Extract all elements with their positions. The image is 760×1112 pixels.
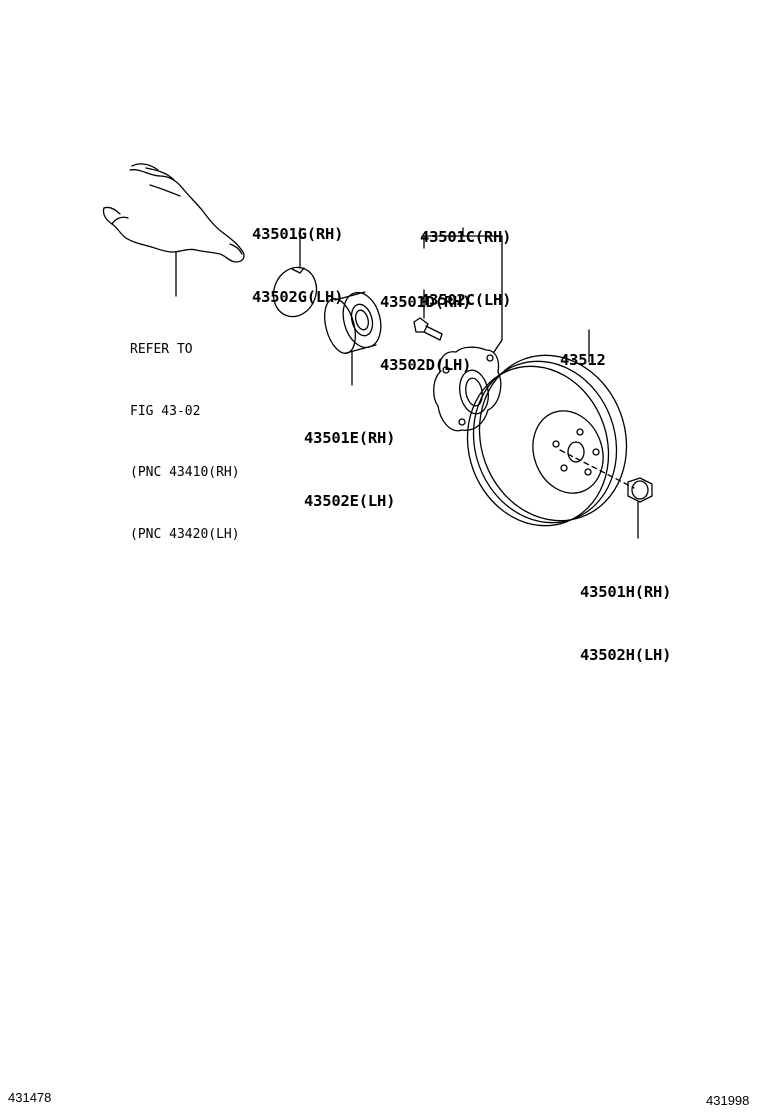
hub-callout: 43501C(RH) 43502C(LH) xyxy=(420,185,512,332)
reference-note-line-3: (PNC 43410(RH) xyxy=(130,465,240,480)
snap-ring-part-rh: 43501G(RH) xyxy=(252,225,344,243)
bearing-callout: 43501E(RH) 43502E(LH) xyxy=(304,386,396,533)
nut-part-rh: 43501H(RH) xyxy=(580,583,672,601)
reference-note-line-2: FIG 43-02 xyxy=(130,403,201,419)
reference-note: REFER TO FIG 43-02 (PNC 43410(RH) (PNC 4… xyxy=(130,299,240,566)
nut-part-lh: 43502H(LH) xyxy=(580,646,672,664)
hub-part-lh: 43502C(LH) xyxy=(420,291,512,309)
nut-icon xyxy=(627,477,653,539)
snap-ring-icon xyxy=(272,227,318,318)
hub-icon xyxy=(423,227,503,432)
reference-note-line-1: REFER TO xyxy=(130,342,193,357)
disc-part-number: 43512 xyxy=(560,351,606,369)
bearing-icon xyxy=(324,291,382,386)
snap-ring-part-lh: 43502G(LH) xyxy=(252,288,344,306)
footer-left-id: 431478 xyxy=(8,1090,52,1105)
snap-ring-callout: 43501G(RH) 43502G(LH) xyxy=(252,182,344,329)
pointing-hand-icon xyxy=(102,163,245,297)
reference-note-line-4: (PNC 43420(LH) xyxy=(130,526,240,542)
hub-bolt-part-lh: 43502D(LH) xyxy=(380,356,472,374)
brake-disc-icon xyxy=(466,329,635,527)
hub-bolt-icon xyxy=(413,289,443,341)
hub-bolt-part-rh: 43501D(RH) xyxy=(380,293,472,311)
disc-callout: 43512 xyxy=(560,308,606,392)
footer-right-id: 431998 xyxy=(706,1093,750,1108)
hub-part-rh: 43501C(RH) xyxy=(420,228,512,246)
hub-bolt-callout: 43501D(RH) 43502D(LH) xyxy=(380,250,472,397)
nut-callout: 43501H(RH) 43502H(LH) xyxy=(580,540,672,687)
bearing-part-lh: 43502E(LH) xyxy=(304,492,396,510)
bearing-part-rh: 43501E(RH) xyxy=(304,429,396,447)
